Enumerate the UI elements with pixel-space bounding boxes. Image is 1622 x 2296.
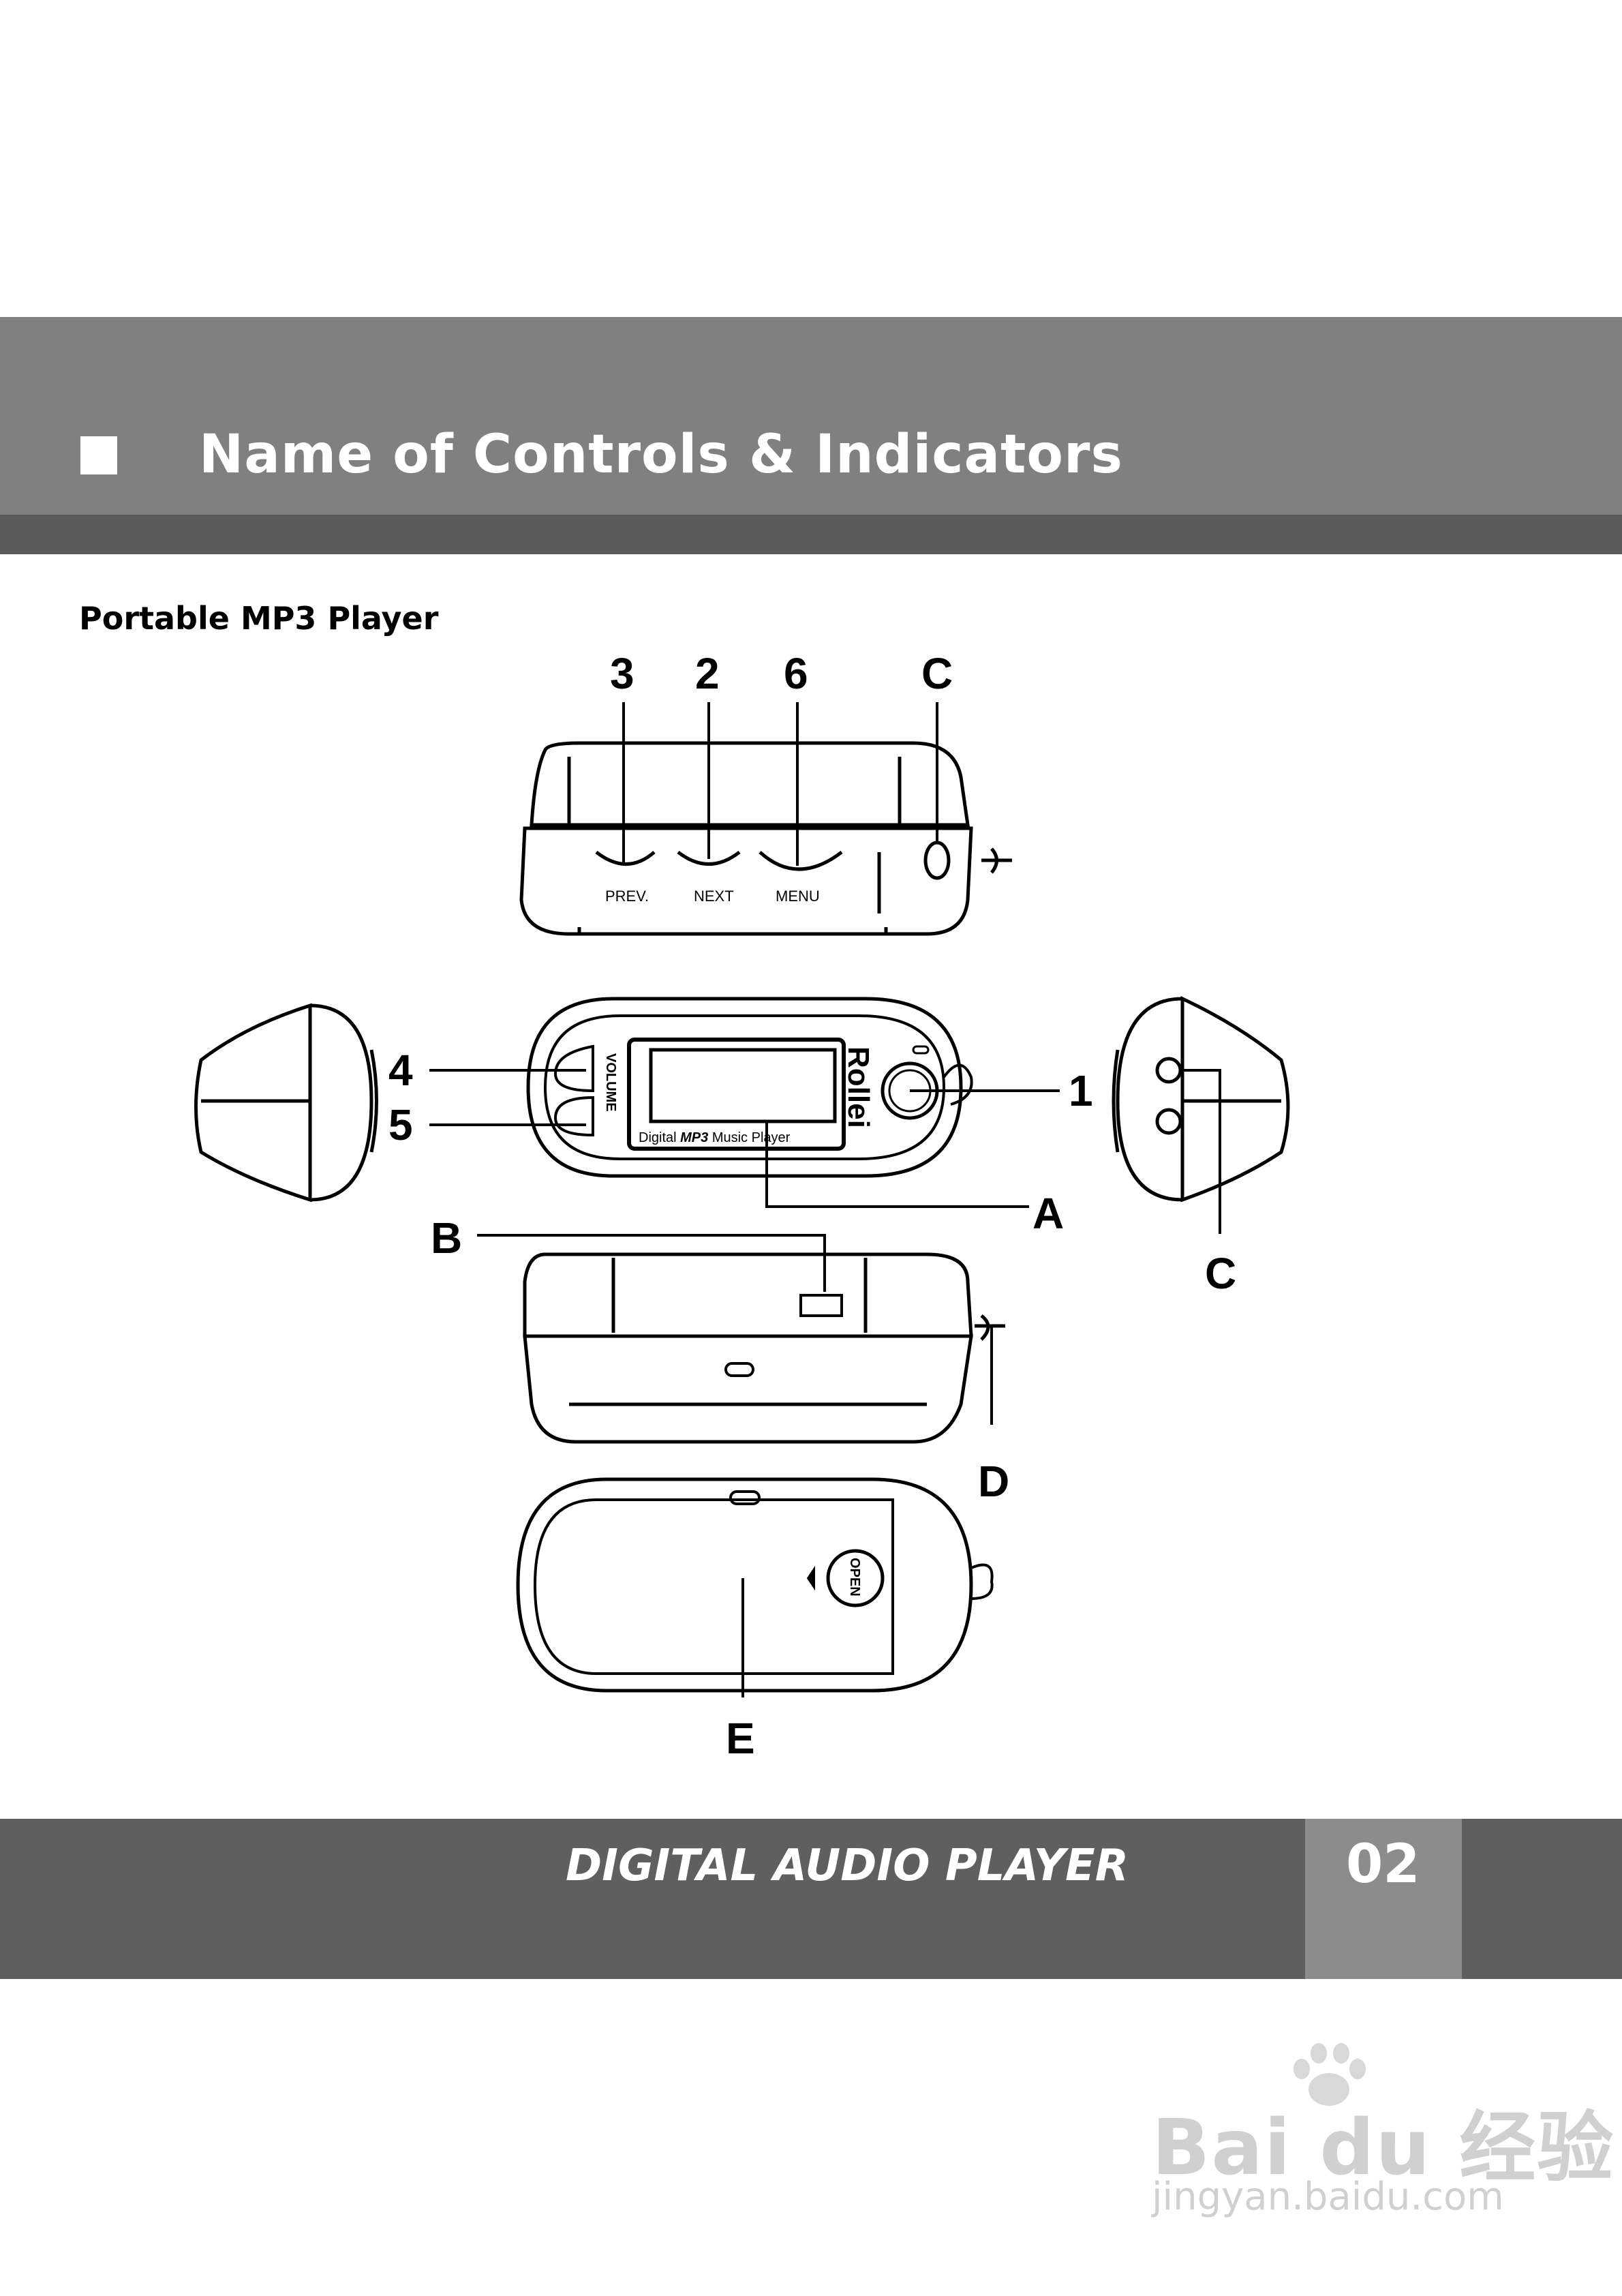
callout-4: 4 bbox=[388, 1046, 413, 1095]
callout-c-side: C bbox=[1205, 1249, 1236, 1298]
section-subtitle: Portable MP3 Player bbox=[79, 600, 439, 637]
back-view bbox=[516, 1477, 994, 1693]
callout-c-top: C bbox=[921, 649, 953, 698]
prev-button-label: PREV. bbox=[605, 888, 649, 905]
header-band bbox=[0, 317, 1622, 515]
callout-1: 1 bbox=[1069, 1066, 1093, 1115]
callout-a: A bbox=[1032, 1189, 1064, 1238]
volume-label: VOLUME bbox=[603, 1053, 618, 1112]
callout-d: D bbox=[978, 1457, 1009, 1506]
watermark-url: jingyan.baidu.com bbox=[1152, 2175, 1504, 2219]
header-strip bbox=[0, 515, 1622, 554]
top-view bbox=[519, 741, 1012, 936]
screen-caption-pre: Digital bbox=[639, 1130, 680, 1145]
next-button-label: NEXT bbox=[694, 888, 734, 905]
brand-logo: Rollei bbox=[842, 1046, 875, 1128]
footer-title: DIGITAL AUDIO PLAYER bbox=[566, 1841, 1129, 1891]
callout-e: E bbox=[726, 1714, 755, 1763]
callout-6: 6 bbox=[784, 649, 808, 698]
front-view bbox=[526, 997, 973, 1178]
right-side-view bbox=[1112, 996, 1290, 1203]
callout-5: 5 bbox=[388, 1100, 413, 1149]
callout-3: 3 bbox=[610, 649, 634, 698]
watermark-logo-text: Bai du 经验 bbox=[1152, 2104, 1615, 2192]
callout-lines bbox=[429, 702, 1221, 1697]
menu-button-label: MENU bbox=[776, 888, 820, 905]
page-title: Name of Controls & Indicators bbox=[199, 424, 1123, 485]
screen-caption-mp3: MP3 bbox=[680, 1130, 708, 1145]
page-number: 02 bbox=[1346, 1834, 1420, 1895]
page-number-box bbox=[1305, 1819, 1462, 1979]
callout-b: B bbox=[431, 1213, 462, 1263]
left-side-view bbox=[194, 1003, 378, 1203]
screen-caption-post: Music Player bbox=[708, 1130, 790, 1145]
screen-caption: Digital MP3 Music Player bbox=[639, 1130, 791, 1145]
section-bullet-square bbox=[80, 436, 117, 474]
callout-2: 2 bbox=[695, 649, 720, 698]
watermark-paw-icon bbox=[1294, 2043, 1366, 2106]
bottom-view bbox=[523, 1252, 1005, 1444]
open-label: OPEN bbox=[847, 1558, 862, 1597]
